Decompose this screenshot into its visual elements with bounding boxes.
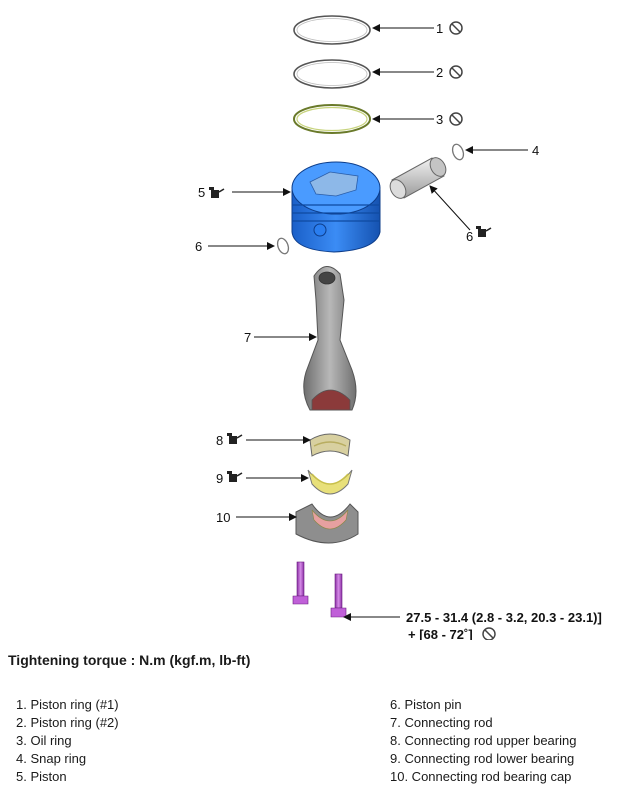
callout-2: 2 [436,65,443,80]
torque-units-caption: Tightening torque : N.m (kgf.m, lb-ft) [8,652,251,668]
connecting-rod-bearing-cap [295,503,359,544]
legend-item: 1. Piston ring (#1) [16,697,119,712]
legend-item: 5. Piston [16,769,67,784]
callout-9: 9 [216,471,223,486]
legend-item: 4. Snap ring [16,751,87,766]
legend-item: 6. Piston pin [390,697,462,712]
exploded-view-diagram: 1 2 3 4 5 6 6 7 8 9 10 27.5 - 31.4 (2.8 … [195,15,602,640]
legend-right: 6. Piston pin 7. Connecting rod 8. Conne… [390,696,576,786]
piston-pin [389,157,447,199]
bolt-left [292,561,309,605]
callout-4: 4 [532,143,539,158]
callout-6-right: 6 [466,229,473,244]
legend-left: 1. Piston ring (#1) 2. Piston ring (#2) … [16,696,119,786]
prohibited-circle-icon [449,65,463,79]
bolt-right [330,573,347,618]
callout-5: 5 [198,185,205,200]
callout-8: 8 [216,433,223,448]
callout-7: 7 [244,330,251,345]
leader-6b [429,185,471,231]
prohibited-circle-icon [482,627,496,640]
oil-can-icon [227,471,243,482]
prohibited-circle-icon [449,21,463,35]
legend-item: 10. Connecting rod bearing cap [390,769,572,784]
callout-10: 10 [216,510,230,525]
piston-ring-1 [293,15,371,45]
connecting-rod [303,266,357,411]
oil-can-icon [209,187,225,198]
piston [291,161,381,253]
oil-ring [293,104,371,134]
connecting-rod-upper-bearing [309,433,351,457]
snap-ring-left [276,237,290,255]
torque-spec-line1: 27.5 - 31.4 (2.8 - 3.2, 20.3 - 23.1)] [406,610,602,625]
piston-ring-2 [293,59,371,89]
snap-ring-right [451,143,465,161]
callout-6-left: 6 [195,239,202,254]
oil-can-icon [227,433,243,444]
legend-item: 2. Piston ring (#2) [16,715,119,730]
callout-3: 3 [436,112,443,127]
callout-1: 1 [436,21,443,36]
legend-item: 3. Oil ring [16,733,72,748]
legend-item: 8. Connecting rod upper bearing [390,733,577,748]
oil-can-icon [476,226,492,237]
connecting-rod-lower-bearing [307,469,353,495]
legend-item: 9. Connecting rod lower bearing [390,751,575,766]
prohibited-circle-icon [449,112,463,126]
torque-spec-line2: + [68 - 72˚] [408,627,473,640]
legend-item: 7. Connecting rod [390,715,493,730]
